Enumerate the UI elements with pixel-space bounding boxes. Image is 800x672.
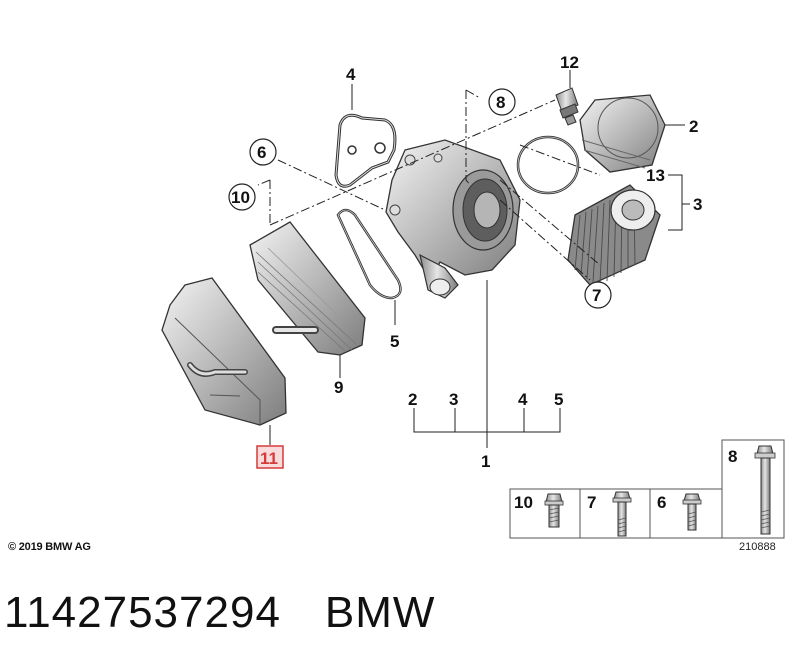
bracket-callout-2: 2: [408, 390, 417, 409]
drawing-number: 210888: [739, 541, 776, 553]
callout-2: 2: [689, 117, 698, 136]
o-ring-part: [516, 135, 580, 195]
bracket-lines: [413, 174, 690, 448]
fastener-label-10: 10: [514, 493, 533, 512]
fastener-label-7: 7: [587, 493, 596, 512]
seal-part: [336, 208, 402, 300]
bolt-6-part: [682, 493, 702, 531]
oil-filter-housing-part: [385, 139, 521, 299]
bolt-8-part: [754, 445, 776, 535]
brand-name: BMW: [324, 588, 436, 637]
fastener-table: [509, 439, 785, 539]
callout-11-highlight-box: [256, 445, 284, 469]
fastener-label-8: 8: [728, 447, 737, 466]
fastener-label-6: 6: [657, 493, 666, 512]
assembly-lines: [257, 89, 601, 281]
bolt-7-part: [612, 491, 632, 537]
callout-12: 12: [560, 53, 579, 72]
callout-4: 4: [346, 65, 356, 84]
callout-11: 11: [260, 449, 278, 468]
footer-caption: 11427537294 BMW: [4, 588, 479, 638]
part-number: 11427537294: [4, 588, 281, 637]
callout-8: 8: [496, 93, 505, 112]
callout-10: 10: [231, 188, 250, 207]
callout-circles: [228, 88, 612, 309]
heat-exchanger-cover-part: [161, 277, 287, 426]
bracket-callout-1: 1: [481, 452, 490, 471]
callout-5: 5: [390, 332, 399, 351]
callout-7: 7: [592, 286, 601, 305]
gasket-part: [334, 113, 397, 188]
callout-3: 3: [693, 195, 702, 214]
bracket-callout-4: 4: [518, 390, 528, 409]
bracket-callout-3: 3: [449, 390, 458, 409]
callout-13: 13: [646, 166, 665, 185]
oil-cooler-part: [249, 221, 366, 356]
copyright-text: © 2019 BMW AG: [8, 541, 91, 553]
callout-9: 9: [334, 378, 343, 397]
callout-6: 6: [257, 143, 266, 162]
sensor-part: [555, 87, 579, 126]
filter-cap-part: [579, 94, 666, 173]
bolt-10-part: [544, 493, 564, 528]
filter-element-part: [567, 184, 661, 286]
bracket-callout-5: 5: [554, 390, 563, 409]
